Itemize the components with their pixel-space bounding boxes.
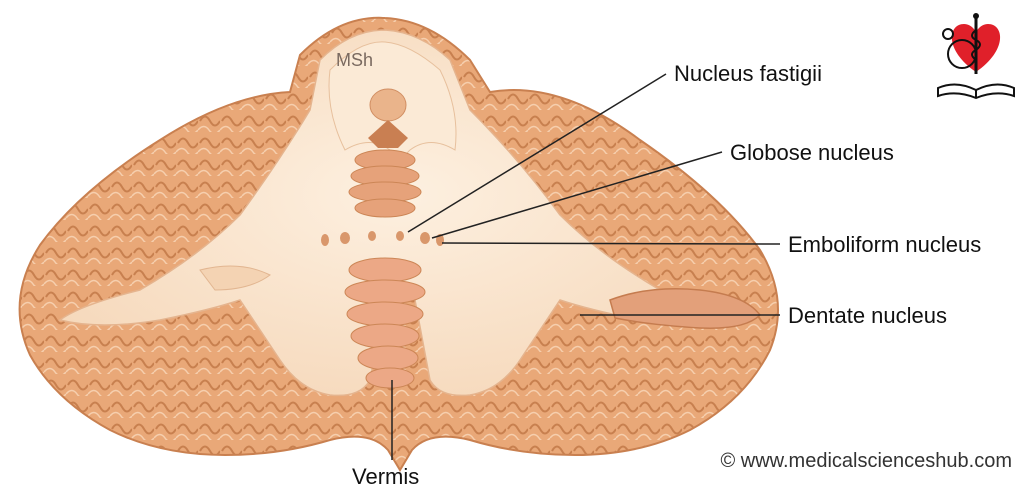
site-logo-icon	[937, 13, 1015, 100]
label-vermis: Vermis	[352, 464, 420, 489]
leader-globose-nucleus	[431, 151, 723, 239]
label-nucleus-fastigii: Nucleus fastigii	[674, 61, 822, 86]
label-globose-nucleus: Globose nucleus	[730, 140, 894, 165]
deep-nuclei	[321, 231, 444, 246]
leader-lines	[391, 73, 781, 460]
upper-vermis	[348, 149, 422, 218]
label-dentate-nucleus: Dentate nucleus	[788, 303, 947, 328]
msh-label: MSh	[336, 50, 374, 70]
leader-nucleus-fastigii	[407, 73, 667, 233]
leader-emboliform-nucleus	[441, 242, 781, 245]
copyright-text: © www.medicalscienceshub.com	[720, 450, 1012, 472]
lower-vermis	[344, 257, 426, 389]
label-emboliform-nucleus: Emboliform nucleus	[788, 232, 982, 257]
